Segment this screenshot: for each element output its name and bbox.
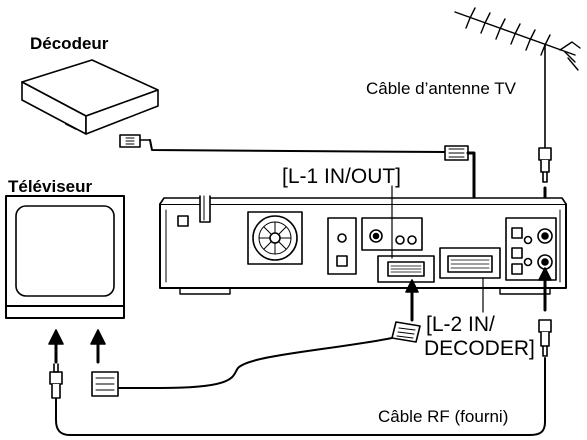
television-device <box>5 195 125 319</box>
rf-cable-label: Câble RF (fourni) <box>378 407 509 426</box>
l2-port-label-line2: DECODER] <box>424 337 535 360</box>
scart-cable-tv <box>91 279 421 397</box>
antenna-icon <box>454 7 581 149</box>
antenna-cable-label: Câble d’antenne TV <box>366 79 516 98</box>
l1-port-label: [L-1 IN/OUT] <box>282 165 402 188</box>
rf-cable <box>49 267 552 436</box>
vcr-device <box>159 195 567 295</box>
decoder-device <box>21 59 159 135</box>
tv-input-arrows <box>48 329 106 364</box>
l2-port-label-line1: [L-2 IN/ <box>426 313 495 336</box>
decoder-label: Décodeur <box>30 34 109 53</box>
tv-label: Téléviseur <box>8 177 93 196</box>
